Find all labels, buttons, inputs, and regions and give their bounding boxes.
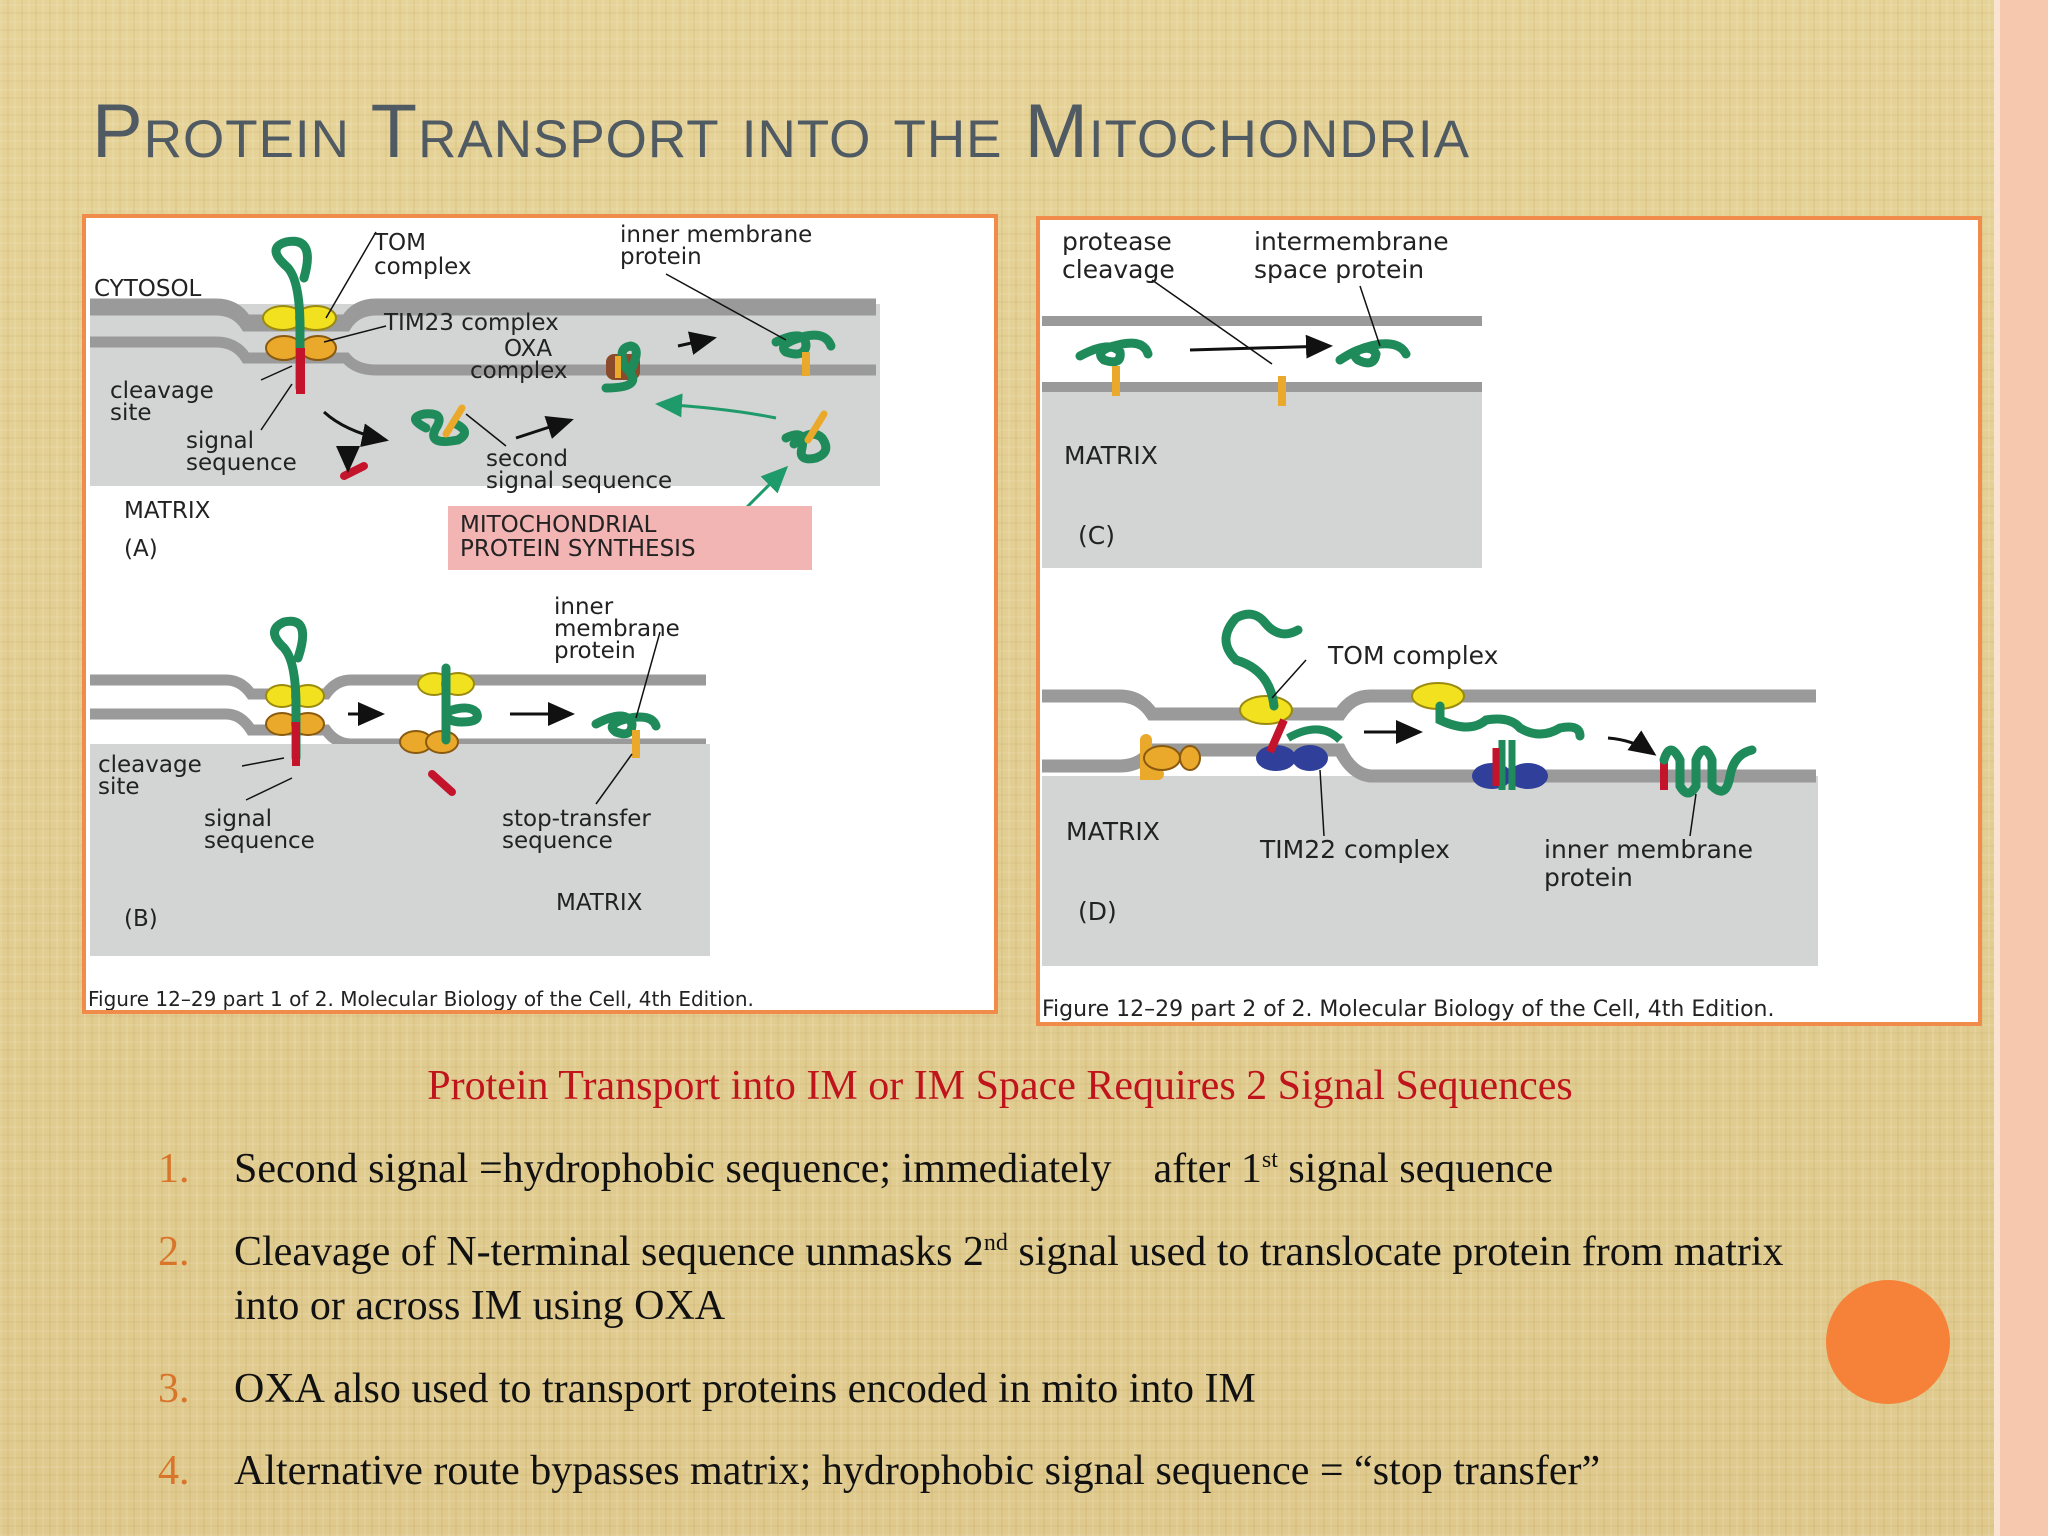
figure-part-1-diagram: CYTOSOL TOM complex TIM23 complex OXA co… [88,218,880,1010]
list-text: Alternative route bypasses matrix; hydro… [234,1448,1601,1494]
list-number: 2. [158,1229,190,1275]
inner-membrane [1042,382,1482,392]
label-panel-c: (C) [1078,521,1115,550]
label-cleavage-2: site [110,400,152,426]
label-panel-d: (D) [1078,897,1117,926]
subheading: Protein Transport into IM or IM Space Re… [427,1063,1573,1109]
label-stop-1: stop-transfer [502,806,651,832]
label-inner-2: membrane [554,616,680,642]
figure-2-caption: Figure 12–29 part 2 of 2. Molecular Biol… [1042,997,1774,1022]
list-text-part: signal used to translocate protein from … [234,1229,1784,1329]
label-synthesis-1: MITOCHONDRIAL [460,512,657,538]
label-signal-2: sequence [186,450,297,476]
figure-part-2-diagram: protease cleavage intermembrane space pr… [1042,227,1818,1022]
figure-part-1: CYTOSOL TOM complex TIM23 complex OXA co… [82,214,998,1014]
label-tim22: TIM22 complex [1259,835,1450,864]
matrix-region [1042,776,1818,966]
label-second-2: signal sequence [486,468,672,494]
label-matrix-d: MATRIX [1066,817,1160,846]
list-text: Second signal =hydrophobic sequence; imm… [234,1142,1794,1196]
tim22-complex [1256,745,1296,771]
panel-b: inner membrane protein cleavage site sig… [90,594,710,956]
superscript: nd [983,1230,1008,1256]
edge-stripe [2000,0,2048,1536]
label-signal-1: signal [186,428,254,454]
list-number: 1. [158,1146,190,1192]
label-tom-1: TOM [373,230,426,256]
label-signal-b-2: sequence [204,828,315,854]
matrix-region [90,744,710,956]
outer-membrane [1042,316,1482,326]
label-ims-1: intermembrane [1254,227,1449,256]
label-inner-membrane-2: protein [620,244,702,270]
label-inner-1: inner [554,594,614,620]
label-ims-2: space protein [1254,255,1424,284]
label-stop-2: sequence [502,828,613,854]
list-text: Cleavage of N-terminal sequence unmasks … [234,1225,1794,1333]
label-tom-2: complex [374,254,471,280]
list-number: 4. [158,1448,190,1494]
intermembrane-space-protein [1335,339,1411,368]
label-cytosol: CYTOSOL [94,276,202,302]
label-cleavage-b-2: site [98,774,140,800]
label-inner-d-1: inner membrane [1544,835,1753,864]
label-cleavage-1: cleavage [110,378,214,404]
label-matrix-c: MATRIX [1064,441,1158,470]
label-inner-membrane-1: inner membrane [620,222,812,248]
matrix-region [1042,390,1482,568]
edge-line [1994,0,2000,1536]
inner-membrane [1042,743,1816,783]
superscript: st [1261,1147,1278,1173]
label-protease-2: cleavage [1062,255,1175,284]
label-signal-b-1: signal [204,806,272,832]
label-inner-3: protein [554,638,636,664]
label-synthesis-2: PROTEIN SYNTHESIS [460,536,696,562]
mitochondrial-synthesis-box [448,506,812,570]
accent-circle [1826,1280,1950,1404]
label-panel-a: (A) [124,536,158,562]
signal-sequence-segment [296,348,305,394]
cleaved-anchor [1278,376,1286,406]
list-text-part: Cleavage of N-terminal sequence unmasks … [234,1229,984,1275]
panel-a: CYTOSOL TOM complex TIM23 complex OXA co… [90,218,880,570]
matrix-region [90,300,880,486]
figure-1-caption: Figure 12–29 part 1 of 2. Molecular Biol… [88,987,754,1010]
list-text: OXA also used to transport proteins enco… [234,1366,1256,1412]
tom-complex [1239,695,1293,725]
label-matrix-a: MATRIX [124,498,211,524]
label-tom-d: TOM complex [1327,641,1498,670]
slide-title: Protein Transport into the Mitochondria [92,89,1470,174]
label-oxa-1: OXA [504,336,552,362]
figure-part-2: protease cleavage intermembrane space pr… [1036,216,1982,1026]
panel-c: protease cleavage intermembrane space pr… [1042,227,1482,568]
list-text-part: signal sequence [1277,1146,1554,1192]
inner-membrane-protein [771,330,836,359]
label-matrix-b: MATRIX [556,890,643,916]
panel-d: TOM complex MATRIX TIM22 complex inner m… [1042,609,1818,966]
inner-membrane-protein [1659,745,1757,798]
precursor-protein [271,236,312,393]
label-oxa-2: complex [470,358,567,384]
matrix-intermediate [411,409,469,446]
label-protease-1: protease [1062,227,1172,256]
list-number: 3. [158,1366,190,1412]
label-inner-d-2: protein [1544,863,1633,892]
label-cleavage-b-1: cleavage [98,752,202,778]
list-text-part: Second signal =hydrophobic sequence; imm… [234,1146,1262,1192]
label-second-1: second [486,446,568,472]
label-tim23: TIM23 complex [383,310,559,336]
label-panel-b: (B) [124,906,158,932]
